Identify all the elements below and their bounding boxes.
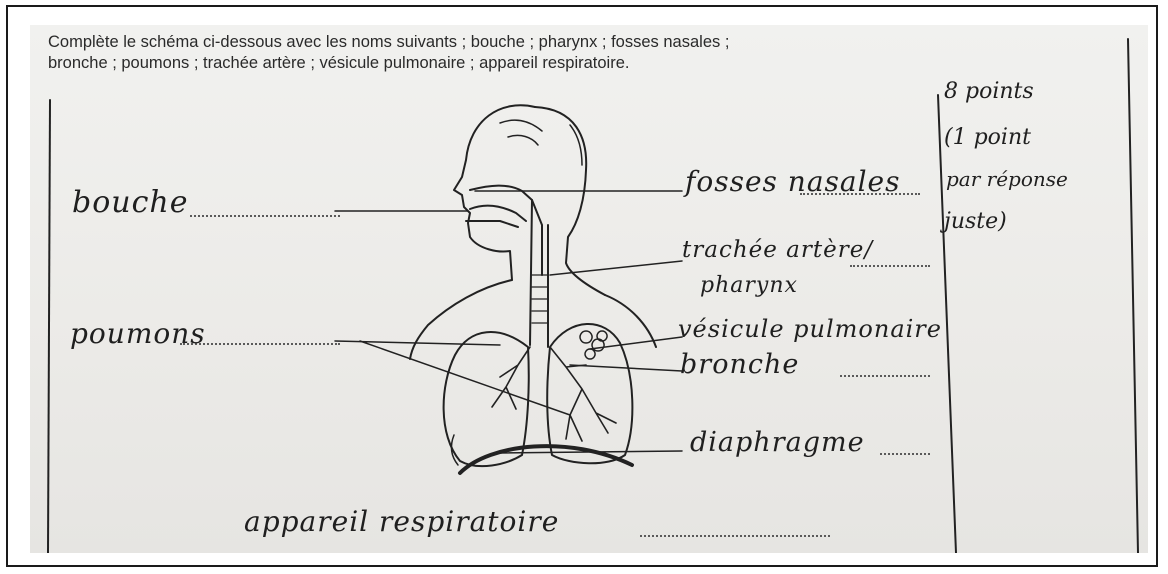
- answer-line-trachee: [850, 265, 930, 267]
- arrow-diaphragme: [500, 451, 682, 453]
- hair-strokes: [500, 120, 582, 165]
- answer-line-appareil: [640, 535, 830, 537]
- mouth-cavity: [466, 206, 526, 227]
- left-lung: [444, 332, 529, 466]
- worksheet-paper: Complète le schéma ci-dessous avec les n…: [30, 25, 1148, 553]
- answer-pharynx: pharynx: [700, 273, 798, 298]
- trachea: [530, 200, 548, 347]
- arrow-poumons-2: [360, 341, 570, 415]
- score-note-line-3: par réponse: [946, 167, 1068, 191]
- answer-line-bouche: [190, 215, 340, 217]
- left-margin-line: [48, 100, 50, 553]
- answer-appareil-respiratoire: appareil respiratoire: [244, 505, 559, 538]
- answer-diaphragme: diaphragme: [690, 427, 865, 458]
- right-margin-line: [1128, 39, 1138, 553]
- right-shoulder: [605, 295, 656, 347]
- arrow-trachee: [550, 261, 682, 275]
- head-back-outline: [535, 107, 605, 295]
- answer-bouche: bouche: [72, 185, 188, 220]
- answer-vesicule-pulmonaire: vésicule pulmonaire: [678, 315, 942, 343]
- trachea-rings: [532, 275, 548, 323]
- diaphragm: [460, 446, 632, 473]
- answer-line-diaphragme: [880, 453, 930, 455]
- answer-fosses-nasales: fosses nasales: [685, 165, 900, 198]
- answer-poumons: poumons: [70, 317, 206, 350]
- answer-trachee-artere: trachée artère/: [682, 237, 873, 263]
- pulmonary-vesicle: [580, 331, 607, 359]
- score-note-line-2: (1 point: [944, 125, 1031, 150]
- answer-bronche: bronche: [680, 349, 799, 380]
- score-note-line-4: juste): [944, 209, 1007, 234]
- respiratory-system-diagram: [30, 25, 1148, 553]
- arrow-bronche: [570, 365, 682, 371]
- answer-line-bronche: [840, 375, 930, 377]
- score-note-line-1: 8 points: [944, 79, 1034, 104]
